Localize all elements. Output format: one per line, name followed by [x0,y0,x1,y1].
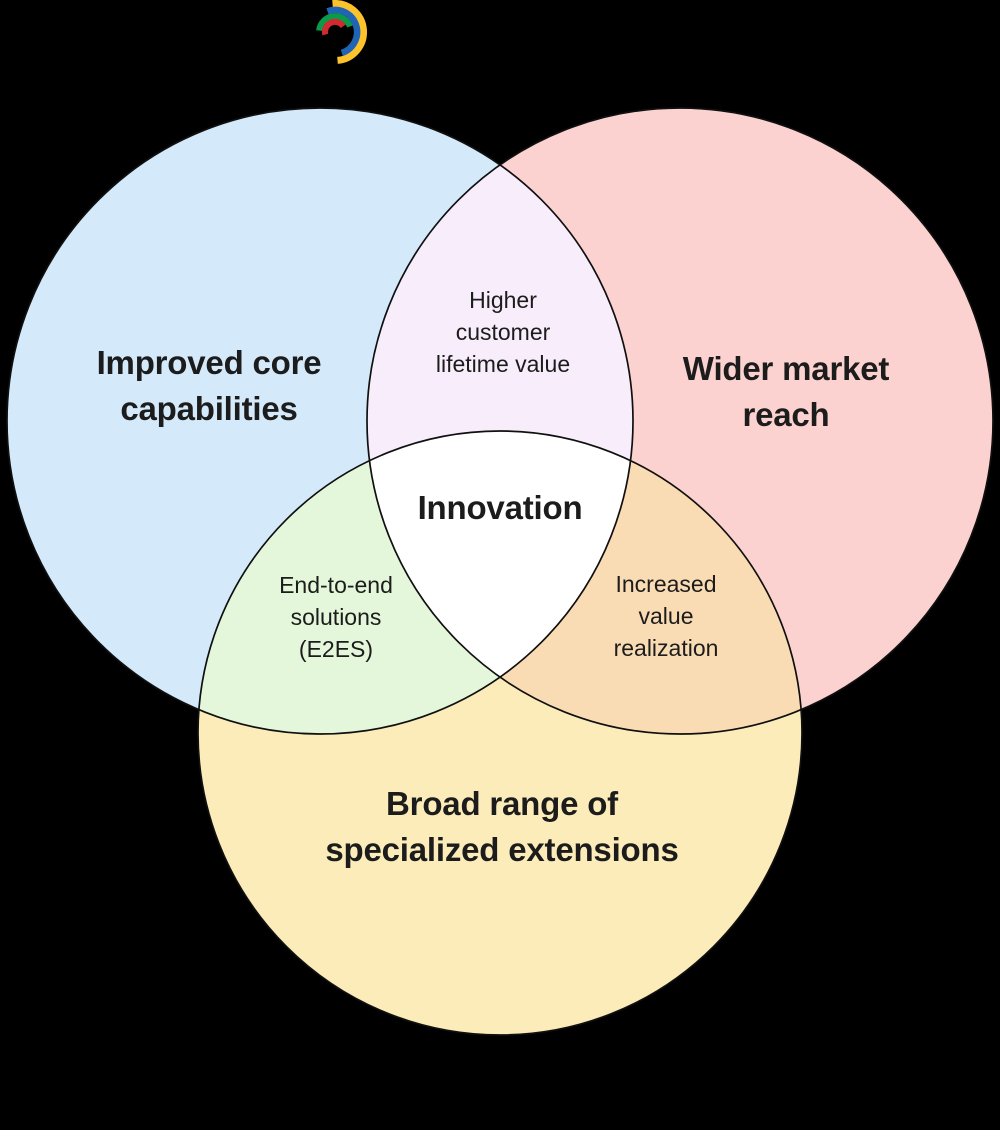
venn-label-improved-core-capabilities: Improved core capabilities [97,340,322,432]
label-line: customer [455,319,551,345]
label-line: reach [742,396,830,433]
venn-outline-wider-market-reach [366,107,994,735]
label-line: Wider market [682,350,890,387]
venn-outline-broad-range-extensions [197,430,803,1036]
venn-label-innovation: Innovation [417,489,583,526]
brand-swirl-logo-icon [316,0,368,64]
label-line: value [638,603,694,629]
venn-label-increased-value-realization: Increased value realization [614,568,719,664]
label-line: capabilities [120,390,298,427]
logo-arc-yellow [332,0,368,64]
venn-label-wider-market-reach: Wider market reach [682,346,890,438]
label-line: lifetime value [435,351,571,377]
venn-label-broad-range-extensions: Broad range of specialized extensions [325,781,678,873]
venn-label-higher-customer-lifetime-value: Higher customer lifetime value [436,284,570,380]
label-line: End-to-end [279,572,393,598]
logo-arc-red [321,18,346,36]
label-line: specialized extensions [325,831,679,868]
label-line: Improved core [96,344,322,381]
venn-label-end-to-end-solutions: End-to-end solutions (E2ES) [279,569,393,665]
logo-arc-blue [326,6,361,56]
label-line: realization [613,635,719,661]
label-line: Increased [615,571,717,597]
logo-arc-green [316,13,353,32]
label-line: Broad range of [386,785,618,822]
label-line: (E2ES) [298,636,374,662]
venn-outline-improved-core-capabilities [6,107,634,735]
label-line: solutions [290,604,382,630]
label-line: Higher [469,287,537,313]
